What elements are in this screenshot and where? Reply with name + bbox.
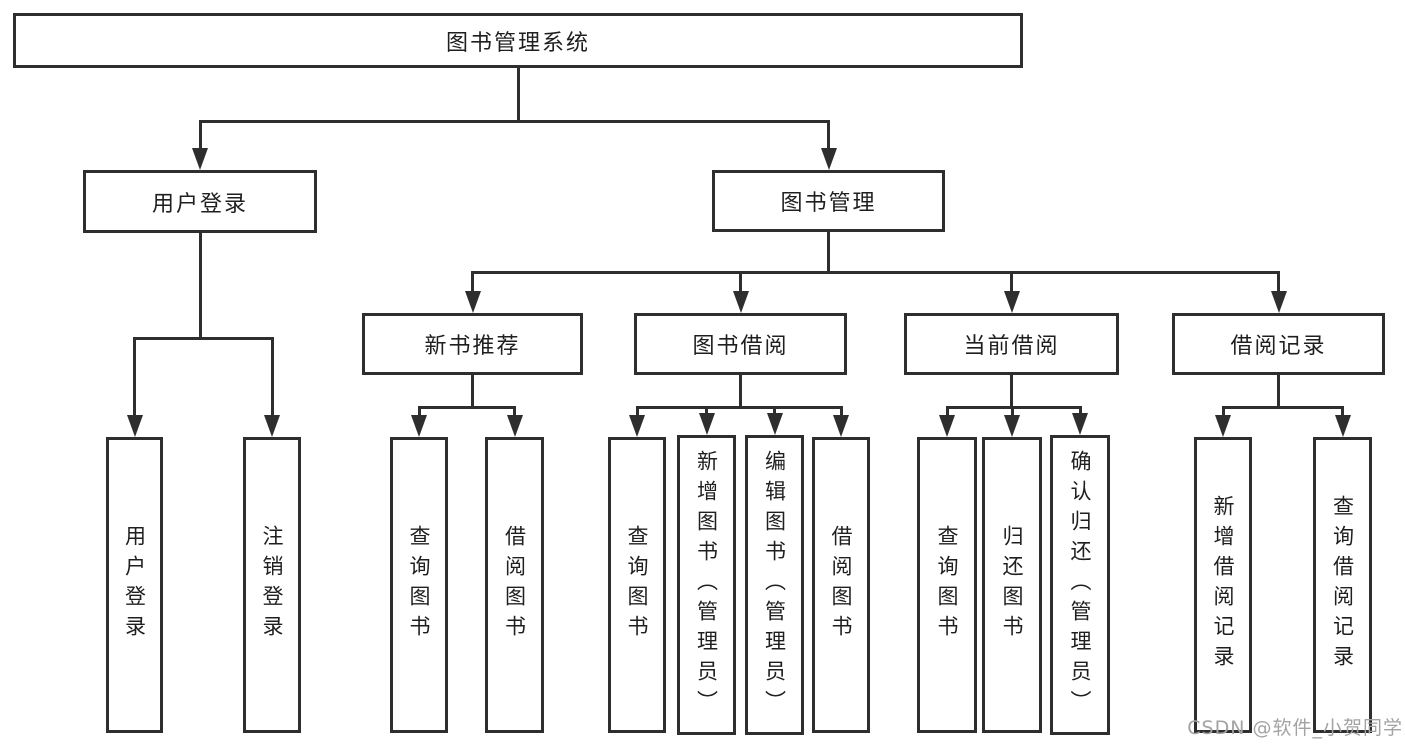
node-label: 查询图书 xyxy=(625,525,649,645)
node-label: 归还图书 xyxy=(1000,525,1024,645)
connector-bar xyxy=(945,406,1082,409)
connector-bar xyxy=(198,120,830,123)
arrowhead-down-icon xyxy=(506,415,523,437)
node-borrow-records: 借阅记录 xyxy=(1172,313,1385,375)
connector-stem xyxy=(1010,374,1013,409)
arrowhead-down-icon xyxy=(264,415,280,437)
connector-stem xyxy=(133,337,136,415)
node-label: 当前借阅 xyxy=(963,334,1060,359)
connector-stem xyxy=(471,271,474,291)
connector-stem xyxy=(739,374,742,409)
node-leaf-cb-confirm: 确认归还（管理员） xyxy=(1050,435,1110,735)
connector-stem xyxy=(635,406,639,415)
arrowhead-down-icon xyxy=(126,415,143,437)
connector-stem xyxy=(827,231,830,274)
node-leaf-cb-query: 查询图书 xyxy=(917,437,977,733)
connector-stem xyxy=(1221,406,1225,415)
node-label: 新书推荐 xyxy=(424,334,521,359)
connector-bar xyxy=(471,271,1280,274)
arrowhead-down-icon xyxy=(1004,415,1020,437)
node-root: 图书管理系统 xyxy=(13,13,1023,68)
connector-stem xyxy=(839,406,843,415)
arrowhead-down-icon xyxy=(820,148,837,170)
node-leaf-br-query: 查询借阅记录 xyxy=(1313,437,1372,733)
csdn-watermark: CSDN @软件_小贺同学 xyxy=(1187,717,1403,739)
node-label: 新增借阅记录 xyxy=(1211,495,1235,675)
connector-stem xyxy=(827,120,830,148)
connector-stem xyxy=(705,406,708,413)
connector-stem xyxy=(270,337,274,415)
node-label: 确认归还（管理员） xyxy=(1068,450,1092,720)
arrowhead-down-icon xyxy=(833,415,849,437)
node-label: 用户登录 xyxy=(122,525,147,645)
connector-stem xyxy=(1277,374,1280,409)
node-leaf-br-add: 新增借阅记录 xyxy=(1194,437,1252,733)
node-label: 注销登录 xyxy=(260,525,284,645)
connector-stem xyxy=(1010,271,1013,291)
connector-bar xyxy=(1221,406,1344,409)
arrowhead-down-icon xyxy=(1334,415,1351,437)
connector-stem xyxy=(516,67,520,123)
connector-bar xyxy=(417,406,516,409)
node-label: 查询图书 xyxy=(407,525,431,645)
arrowhead-down-icon xyxy=(1215,415,1231,437)
connector-stem xyxy=(1078,406,1082,413)
node-new-book-rec: 新书推荐 xyxy=(362,313,583,375)
connector-stem xyxy=(471,374,474,409)
node-leaf-bb-add: 新增图书（管理员） xyxy=(677,435,736,735)
arrowhead-down-icon xyxy=(464,291,481,313)
arrowhead-down-icon xyxy=(732,291,749,313)
node-label: 编辑图书（管理员） xyxy=(762,450,787,720)
connector-bar xyxy=(635,406,843,409)
arrowhead-down-icon xyxy=(1270,291,1287,313)
node-leaf-cb-return: 归还图书 xyxy=(982,437,1042,733)
connector-stem xyxy=(1010,406,1014,415)
arrowhead-down-icon xyxy=(192,148,208,170)
node-leaf-bb-query: 查询图书 xyxy=(608,437,666,733)
node-leaf-rec-query: 查询图书 xyxy=(390,437,448,733)
connector-stem xyxy=(773,406,776,413)
node-label: 图书管理系统 xyxy=(445,30,590,56)
node-label: 借阅记录 xyxy=(1230,334,1327,359)
arrowhead-down-icon xyxy=(698,413,715,435)
connector-stem xyxy=(198,232,202,340)
arrowhead-down-icon xyxy=(411,415,427,437)
node-leaf-bb-borrow: 借阅图书 xyxy=(812,437,870,733)
arrowhead-down-icon xyxy=(1003,291,1020,313)
node-book-mgmt: 图书管理 xyxy=(712,170,945,232)
node-label: 新增图书（管理员） xyxy=(694,450,719,720)
node-leaf-logout: 注销登录 xyxy=(243,437,301,733)
connector-stem xyxy=(198,120,202,148)
node-current-borrow: 当前借阅 xyxy=(904,313,1119,375)
node-leaf-bb-edit: 编辑图书（管理员） xyxy=(745,435,804,735)
node-label: 查询图书 xyxy=(935,525,959,645)
arrowhead-down-icon xyxy=(939,415,955,437)
connector-stem xyxy=(513,406,516,415)
connector-stem xyxy=(1341,406,1344,415)
node-leaf-rec-borrow: 借阅图书 xyxy=(485,437,544,733)
arrowhead-down-icon xyxy=(1072,413,1088,435)
arrowhead-down-icon xyxy=(629,415,645,437)
node-label: 图书管理 xyxy=(780,191,877,216)
arrowhead-down-icon xyxy=(766,413,783,435)
connector-stem xyxy=(945,406,949,415)
node-label: 查询借阅记录 xyxy=(1330,495,1355,675)
connector-stem xyxy=(417,406,421,415)
connector-stem xyxy=(739,271,742,291)
connector-bar xyxy=(133,337,274,340)
node-leaf-user-login: 用户登录 xyxy=(106,437,163,733)
connector-stem xyxy=(1277,271,1280,291)
node-book-borrow: 图书借阅 xyxy=(634,313,847,375)
node-label: 借阅图书 xyxy=(502,525,527,645)
node-label: 图书借阅 xyxy=(692,334,789,359)
node-label: 借阅图书 xyxy=(829,525,853,645)
node-user-login: 用户登录 xyxy=(83,170,317,233)
node-label: 用户登录 xyxy=(151,191,248,217)
